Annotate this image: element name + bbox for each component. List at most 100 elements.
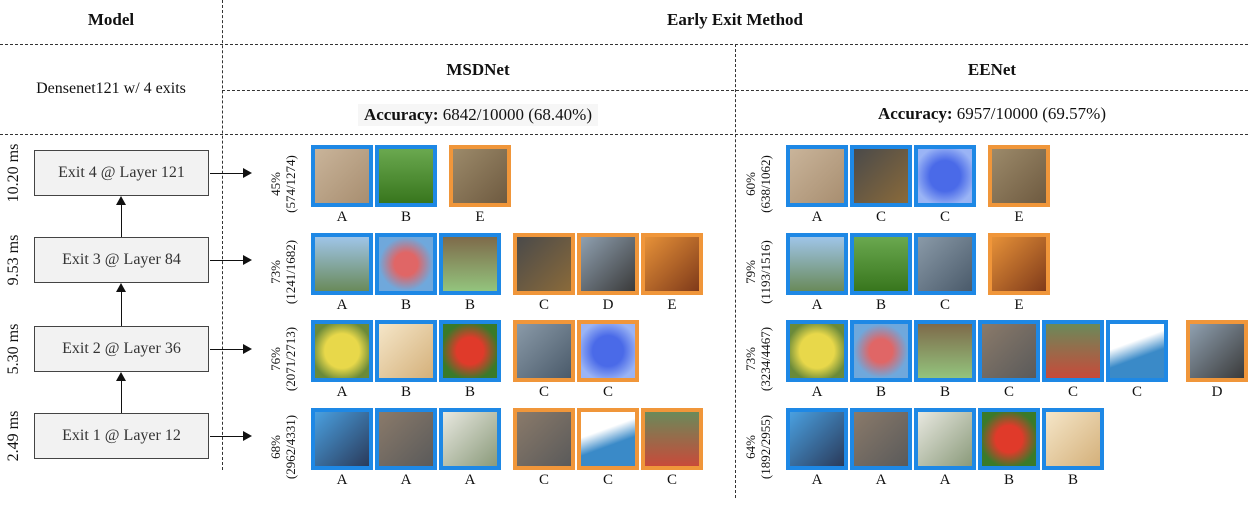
tank-thumbnail: [311, 233, 373, 295]
class-label: C: [1067, 384, 1078, 400]
class-label: C: [939, 297, 950, 313]
lizard-icon: [315, 149, 369, 203]
mountain-thumbnail: [1106, 320, 1168, 382]
msdnet-row-accuracy: 68%(2962/4331): [268, 387, 298, 507]
exit-latency: 10.20 ms: [5, 143, 22, 203]
method-header: Early Exit Method: [667, 10, 803, 29]
bus-icon: [645, 412, 699, 466]
class-label: D: [1211, 384, 1223, 400]
pear-thumbnail: [311, 320, 373, 382]
exit-box: Exit 3 @ Layer 84: [34, 237, 209, 283]
pear-icon: [315, 324, 369, 378]
class-label: A: [875, 472, 887, 488]
elephant-thumbnail: [375, 408, 437, 470]
motorbike-icon: [790, 412, 844, 466]
eenet-accuracy: Accuracy: 6957/10000 (69.57%): [736, 104, 1248, 124]
crocodile-icon: [453, 149, 507, 203]
elephant-icon: [854, 412, 908, 466]
class-label: C: [875, 209, 886, 225]
exit-arrow: [210, 255, 252, 265]
exit-latency: 2.49 ms: [5, 410, 22, 462]
class-label: E: [475, 209, 485, 225]
dinosaur-icon: [918, 412, 972, 466]
dolphin-icon: [581, 324, 635, 378]
exit-arrow: [210, 168, 252, 178]
tank-icon: [790, 237, 844, 291]
class-label: A: [400, 472, 412, 488]
pepper-thumbnail: [978, 408, 1040, 470]
spider-icon: [517, 237, 571, 291]
eenet-header: EENet: [967, 60, 1017, 79]
class-label: E: [667, 297, 677, 313]
mountain-icon: [1110, 324, 1164, 378]
divider-top: [0, 44, 1248, 45]
bus-thumbnail: [1042, 320, 1104, 382]
row-percent: 68%: [268, 435, 283, 459]
class-label: B: [400, 384, 411, 400]
class-label: B: [400, 297, 411, 313]
dolphin-thumbnail: [914, 145, 976, 207]
mountain-icon: [581, 412, 635, 466]
class-label: A: [336, 297, 348, 313]
clock-thumbnail: [375, 233, 437, 295]
class-label: C: [1131, 384, 1142, 400]
pepper-thumbnail: [439, 320, 501, 382]
clock-icon: [854, 324, 908, 378]
crocodile-thumbnail: [988, 145, 1050, 207]
class-label: A: [336, 384, 348, 400]
tank-icon: [315, 237, 369, 291]
motorcycle-thumbnail: [577, 233, 639, 295]
class-label: C: [538, 297, 549, 313]
class-label: A: [464, 472, 476, 488]
elephant-icon: [517, 412, 571, 466]
class-label: A: [811, 472, 823, 488]
divider-methods: [735, 44, 736, 498]
class-label: B: [400, 209, 411, 225]
elephant-thumbnail: [850, 408, 912, 470]
class-label: B: [464, 297, 475, 313]
class-label: A: [811, 297, 823, 313]
person-thumbnail: [914, 233, 976, 295]
motorcycle-thumbnail: [1186, 320, 1248, 382]
exit-latency: 5.30 ms: [5, 323, 22, 375]
class-label: A: [811, 209, 823, 225]
msdnet-accuracy-value: 6842/10000 (68.40%): [442, 105, 593, 124]
chair-thumbnail: [375, 320, 437, 382]
bus-thumbnail: [641, 408, 703, 470]
accuracy-label: Accuracy:: [877, 104, 953, 123]
pepper-icon: [443, 324, 497, 378]
class-label: C: [602, 384, 613, 400]
class-label: C: [939, 209, 950, 225]
elephant-thumbnail: [978, 320, 1040, 382]
mushroom-icon: [918, 324, 972, 378]
spider-icon: [854, 149, 908, 203]
motorbike-icon: [315, 412, 369, 466]
elephant-icon: [982, 324, 1036, 378]
chair-icon: [379, 324, 433, 378]
class-label: B: [464, 384, 475, 400]
class-label: E: [1014, 209, 1024, 225]
row-percent: 64%: [743, 435, 758, 459]
hand-icon: [992, 237, 1046, 291]
eenet-accuracy-value: 6957/10000 (69.57%): [956, 104, 1107, 123]
person-thumbnail: [513, 320, 575, 382]
crocodile-icon: [992, 149, 1046, 203]
exit-box: Exit 4 @ Layer 121: [34, 150, 209, 196]
pepper-icon: [982, 412, 1036, 466]
class-label: B: [1003, 472, 1014, 488]
exit-arrow: [210, 431, 252, 441]
class-label: A: [336, 209, 348, 225]
clock-thumbnail: [850, 320, 912, 382]
class-label: C: [1003, 384, 1014, 400]
class-label: C: [538, 472, 549, 488]
person-icon: [918, 237, 972, 291]
lizard-thumbnail: [311, 145, 373, 207]
chair-icon: [1046, 412, 1100, 466]
clock-icon: [379, 237, 433, 291]
model-name: Densenet121 w/ 4 exits: [36, 80, 186, 97]
class-label: C: [538, 384, 549, 400]
spider-thumbnail: [513, 233, 575, 295]
mushroom-icon: [443, 237, 497, 291]
exit-box: Exit 2 @ Layer 36: [34, 326, 209, 372]
pear-icon: [790, 324, 844, 378]
